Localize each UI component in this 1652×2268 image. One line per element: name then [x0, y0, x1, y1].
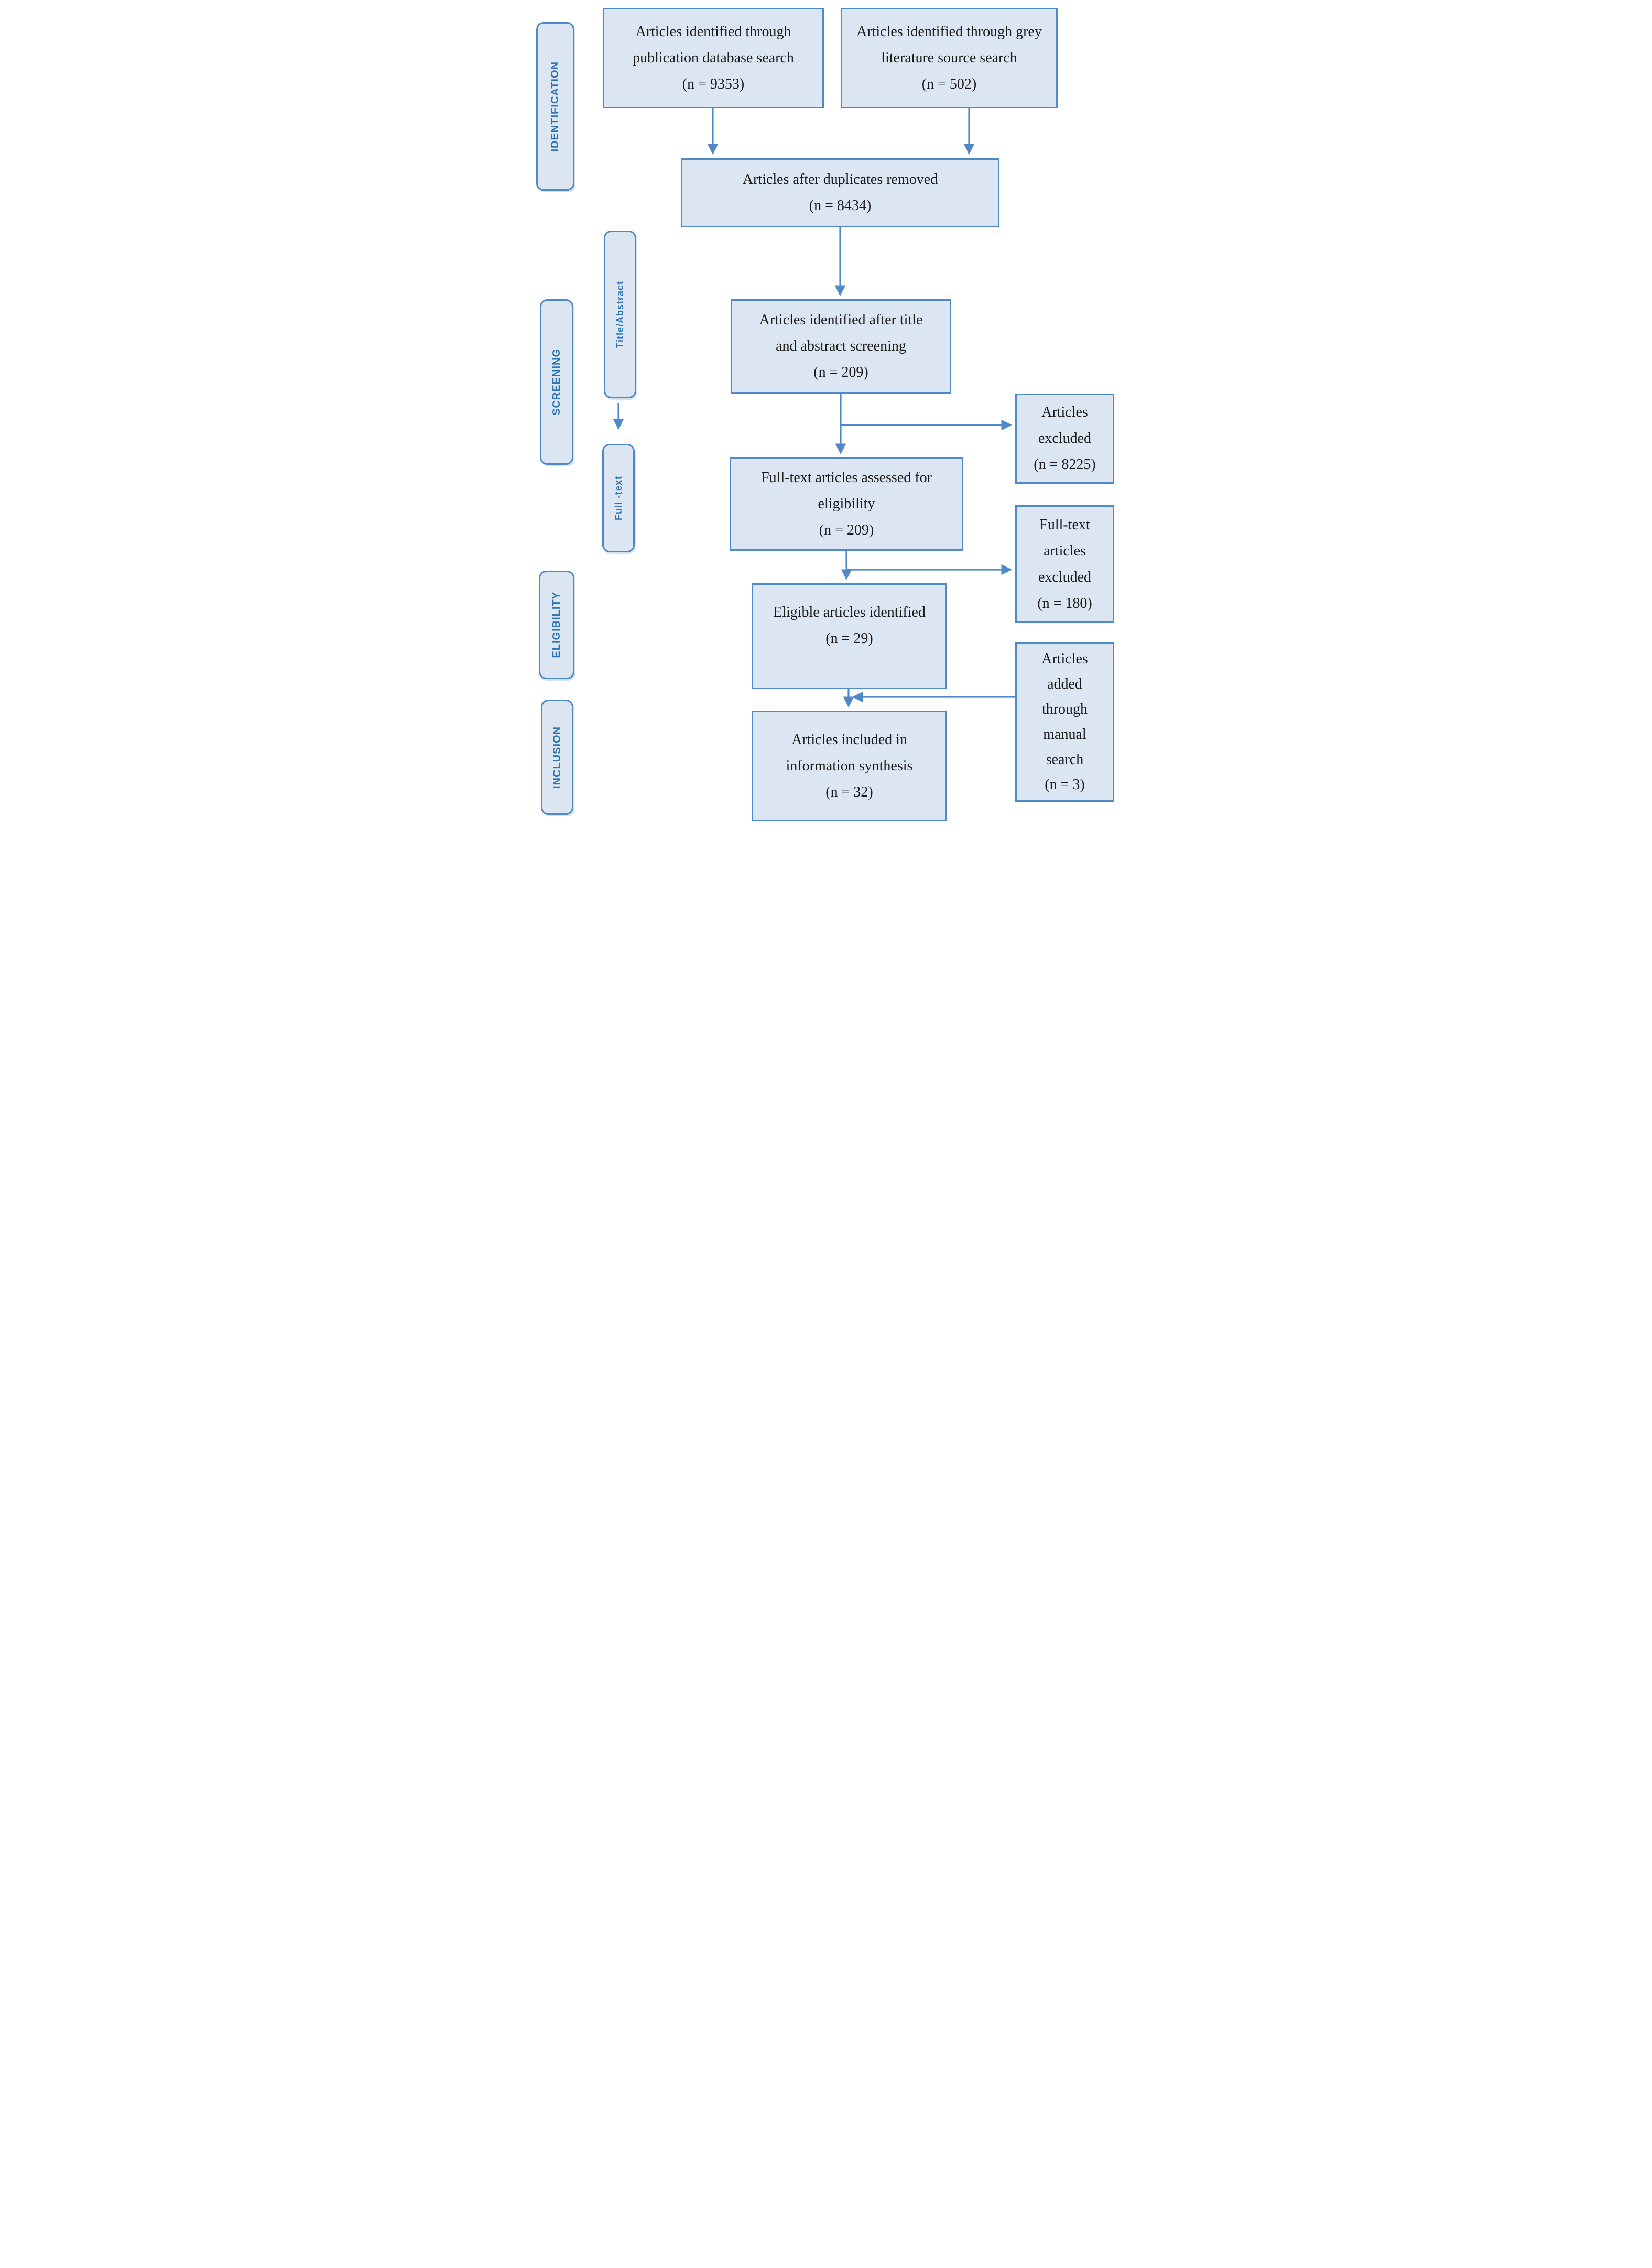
subtab-title-abstract: Title/Abstract	[604, 231, 636, 398]
box-line: Articles after duplicates removed	[742, 171, 938, 188]
stage-tab-identification: IDENTIFICATION	[536, 22, 574, 191]
prisma-flow-diagram: IDENTIFICATION SCREENING ELIGIBILITY INC…	[526, 0, 1126, 825]
box-count: (n = 180)	[1037, 595, 1092, 612]
stage-label-screening: SCREENING	[550, 348, 562, 416]
subtab-label-full-text: Full -text	[613, 476, 624, 520]
subtab-label-title-abstract: Title/Abstract	[614, 280, 625, 348]
box-line: Full-text	[1039, 516, 1090, 533]
box-count: (n = 29)	[825, 630, 873, 647]
box-included-synthesis: Articles included in information synthes…	[752, 711, 947, 821]
box-line: Articles identified after title	[759, 312, 923, 328]
box-count: (n = 502)	[921, 76, 977, 92]
stage-tab-inclusion: INCLUSION	[541, 700, 573, 815]
stage-tab-screening: SCREENING	[540, 299, 573, 465]
box-line: and abstract screening	[776, 338, 906, 354]
box-line: literature source search	[881, 50, 1017, 66]
box-line: Articles included in	[791, 731, 907, 748]
stage-label-identification: IDENTIFICATION	[549, 61, 561, 152]
box-grey-literature: Articles identified through grey literat…	[841, 8, 1058, 108]
box-line: information synthesis	[786, 757, 913, 774]
box-count: (n = 8225)	[1034, 456, 1096, 473]
box-line: through	[1041, 701, 1088, 717]
box-manual-search-added: Articles added through manual search (n …	[1015, 642, 1114, 802]
box-database-search: Articles identified through publication …	[603, 8, 824, 108]
box-duplicates-removed: Articles after duplicates removed (n = 8…	[681, 158, 999, 227]
box-count: (n = 32)	[825, 783, 873, 800]
stage-label-eligibility: ELIGIBILITY	[550, 592, 562, 658]
subtab-full-text: Full -text	[602, 444, 635, 552]
stage-tab-eligibility: ELIGIBILITY	[539, 571, 574, 679]
box-count: (n = 209)	[813, 364, 868, 380]
box-line: added	[1047, 675, 1082, 692]
box-full-text-excluded: Full-text articles excluded (n = 180)	[1015, 505, 1114, 623]
stage-label-inclusion: INCLUSION	[551, 726, 563, 789]
box-line: search	[1046, 751, 1084, 768]
box-eligible-identified: Eligible articles identified (n = 29)	[752, 583, 947, 689]
box-line: excluded	[1038, 430, 1092, 446]
box-line: Articles identified through	[635, 24, 791, 40]
box-count: (n = 3)	[1045, 776, 1085, 793]
box-line: excluded	[1038, 569, 1092, 585]
box-count: (n = 8434)	[809, 198, 872, 214]
box-line: eligibility	[818, 496, 875, 512]
box-line: Articles identified through grey	[856, 24, 1042, 40]
box-line: Eligible articles identified	[773, 604, 926, 620]
box-line: articles	[1044, 542, 1086, 559]
box-line: Articles	[1041, 650, 1088, 667]
box-line: Full-text articles assessed for	[761, 470, 932, 486]
box-full-text-assessed: Full-text articles assessed for eligibil…	[730, 457, 963, 551]
box-title-abstract-screening: Articles identified after title and abst…	[731, 299, 951, 394]
box-articles-excluded: Articles excluded (n = 8225)	[1015, 394, 1114, 484]
box-line: publication database search	[633, 50, 794, 66]
box-count: (n = 209)	[819, 522, 874, 538]
box-count: (n = 9353)	[682, 76, 745, 92]
box-line: manual	[1043, 726, 1086, 743]
box-line: Articles	[1041, 404, 1088, 420]
